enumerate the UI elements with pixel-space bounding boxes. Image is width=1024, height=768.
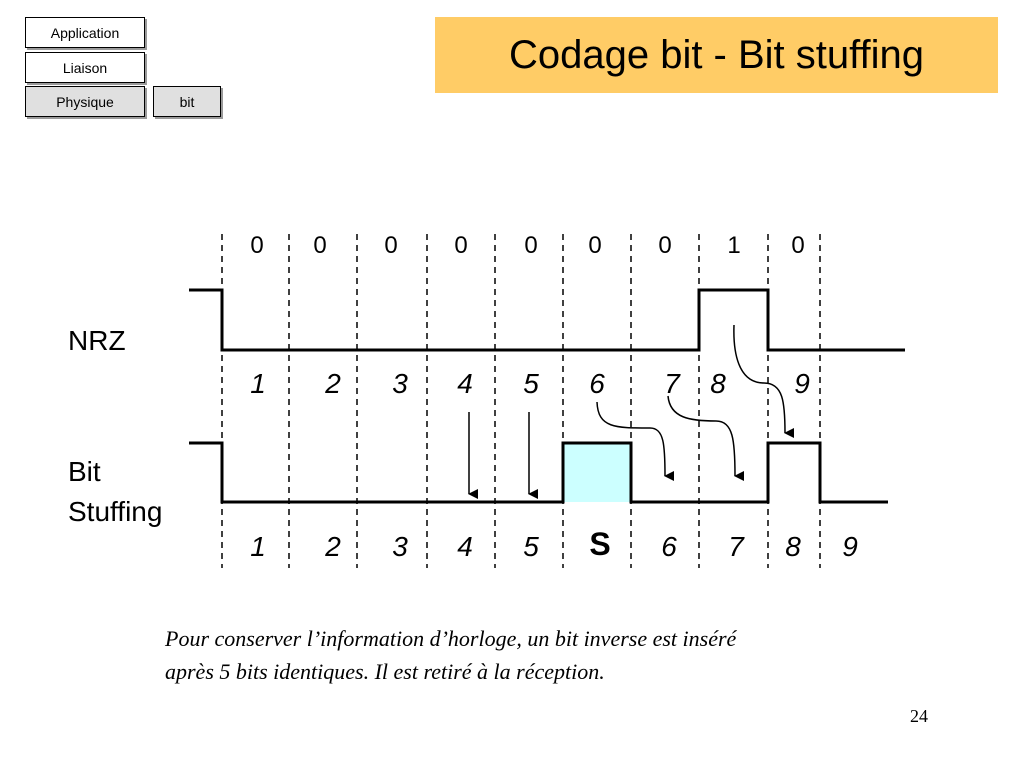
nrz-position: 9 [794,368,810,399]
nrz-position: 8 [710,368,726,399]
bit-value: 0 [384,232,397,259]
layer-bit: bit [153,86,221,117]
stuffed-bit-highlight [563,443,631,502]
bit-value: 0 [250,232,263,259]
stuffed-position: 4 [457,531,473,562]
arrow-bit-8 [733,324,795,438]
arrow-bit-6 [596,401,675,481]
stuffed-position: 5 [523,531,539,562]
bit-value: 0 [313,232,326,259]
bit-value: 0 [791,232,804,259]
stuffed-position: 6 [661,531,677,562]
stuffed-position: 1 [250,531,266,562]
stuffed-position: 8 [785,531,801,562]
stuffed-bit-marker: S [589,526,610,562]
nrz-waveform [189,288,905,352]
bit-value: 0 [524,232,537,259]
arrows [468,324,795,499]
nrz-position: 7 [664,368,681,399]
nrz-position: 1 [250,368,266,399]
slide-title: Codage bit - Bit stuffing [435,17,998,93]
bit-value: 1 [727,232,740,259]
layer-physique: Physique [25,86,145,117]
stuffed-position: 7 [728,531,745,562]
bit-stuffing-waveform [189,441,888,504]
stuffed-position: 3 [392,531,408,562]
caption-line: après 5 bits identiques. Il est retiré à… [165,659,605,684]
bit-value: 0 [588,232,601,259]
bit-value: 0 [658,232,671,259]
arrow-bit-7 [667,395,745,481]
layer-liaison: Liaison [25,52,145,83]
nrz-label: NRZ [68,325,126,356]
caption-line: Pour conserver l’information d’horloge, … [165,626,737,651]
stuffed-position: 9 [842,531,858,562]
nrz-position: 6 [589,368,605,399]
caption: Pour conserver l’information d’horloge, … [165,622,925,688]
nrz-position: 2 [324,368,341,399]
bit-boundaries [221,234,821,568]
nrz-position: 3 [392,368,408,399]
stuffed-position: 2 [324,531,341,562]
bit-stuffing-label-line2: Stuffing [68,496,163,527]
nrz-position: 4 [457,368,473,399]
layer-application: Application [25,17,145,48]
page-number: 24 [910,706,928,726]
bit-value: 0 [454,232,467,259]
nrz-position: 5 [523,368,539,399]
bit-stuffing-label-line1: Bit [68,456,101,487]
